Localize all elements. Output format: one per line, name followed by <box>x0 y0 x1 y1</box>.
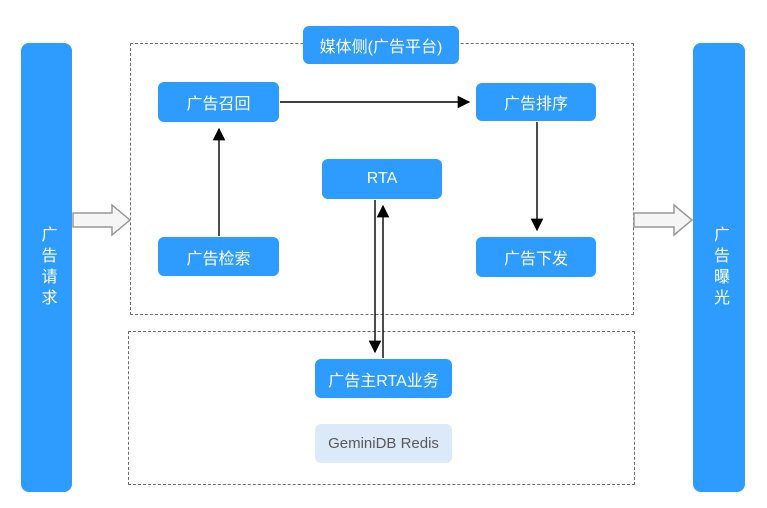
node-ad-retrieval: 广告检索 <box>158 237 279 276</box>
node-ad-retrieval-label: 广告检索 <box>186 250 251 268</box>
node-ad-delivery: 广告下发 <box>476 237 596 277</box>
node-geminidb-redis-label: GeminiDB Redis <box>328 435 439 452</box>
ad-exposure-label: 广告曝光 <box>711 225 728 310</box>
node-ad-recall-label: 广告召回 <box>186 96 251 113</box>
ad-exposure-bar: 广告曝光 <box>693 43 745 492</box>
ad-request-label: 广告请求 <box>38 225 56 310</box>
media-panel-title-label: 媒体侧(广告平台) <box>319 39 443 56</box>
node-ad-recall: 广告召回 <box>158 82 279 122</box>
node-rta-label: RTA <box>366 170 398 187</box>
node-ad-ranking-label: 广告排序 <box>503 96 568 113</box>
node-ad-delivery-label: 广告下发 <box>503 251 568 268</box>
node-advertiser-rta-business: 广告主RTA业务 <box>315 359 452 398</box>
node-geminidb-redis: GeminiDB Redis <box>315 424 452 463</box>
node-rta: RTA <box>322 159 442 199</box>
flow-arrow-request-icon <box>72 203 132 237</box>
node-ad-ranking: 广告排序 <box>476 83 596 121</box>
media-panel-title: 媒体侧(广告平台) <box>303 26 459 64</box>
node-advertiser-rta-business-label: 广告主RTA业务 <box>328 372 439 390</box>
advertiser-side-panel <box>128 331 635 485</box>
flow-arrow-exposure-icon <box>633 203 694 237</box>
ad-request-bar: 广告请求 <box>21 43 72 492</box>
